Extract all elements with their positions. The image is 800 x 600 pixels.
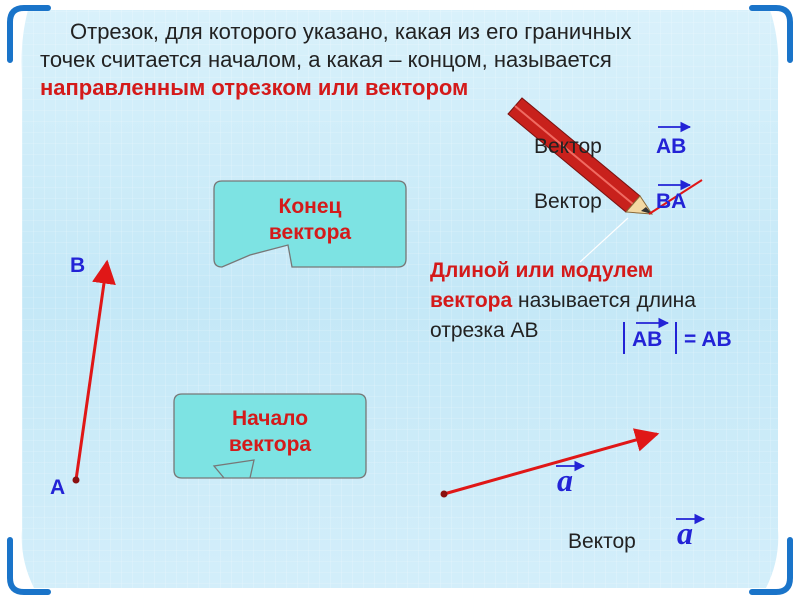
vector-ba-name: BA: [656, 190, 687, 213]
pencil-icon: [507, 97, 653, 215]
callout-end-line-2: вектора: [268, 221, 352, 244]
vector-a-symbol-2: a: [677, 515, 693, 551]
definition-line-1: Отрезок, для которого указано, какая из …: [70, 19, 632, 44]
callout-end-text: Конец вектора: [214, 194, 406, 246]
length-def-line-1: Длиной или модулем: [430, 259, 654, 282]
vector-ab-arrow: [74, 259, 116, 481]
callout-start-line-1: Начало: [231, 407, 309, 430]
point-a-dot: [72, 476, 80, 484]
vector-a-symbol: a: [557, 462, 573, 498]
definition-line-3: направленным отрезком или вектором: [40, 75, 469, 100]
length-def-line-2-red: вектора: [430, 289, 513, 312]
point-a-label: A: [50, 476, 66, 499]
vector-ba-label: Вектор: [534, 190, 602, 213]
vector-a-label: Вектор: [568, 530, 636, 553]
length-definition: Длиной или модулем вектора называется дл…: [430, 256, 696, 346]
definition-paragraph: Отрезок, для которого указано, какая из …: [40, 18, 760, 102]
definition-line-2: точек считается началом, а какая – концо…: [40, 47, 612, 72]
point-b-label: B: [70, 254, 86, 277]
vector-ab-label: Вектор: [534, 135, 602, 158]
vector-a-start-dot: [440, 490, 448, 498]
vector-a-arrow: [443, 428, 660, 496]
callout-start-shape: [173, 393, 367, 479]
length-def-line-3: отрезка АВ: [430, 319, 539, 342]
formula-vector-name: AB: [632, 328, 663, 351]
vector-ab-name: AB: [656, 135, 687, 158]
callout-end-line-1: Конец: [278, 195, 342, 218]
callout-end-shape: [213, 180, 407, 268]
length-def-line-2-rest: называется длина: [512, 289, 696, 312]
callout-start-text: Начало вектора: [174, 406, 366, 458]
pencil-stroke: [648, 179, 703, 215]
callout-start-line-2: вектора: [228, 433, 312, 456]
formula-rhs: = AB: [684, 328, 732, 351]
